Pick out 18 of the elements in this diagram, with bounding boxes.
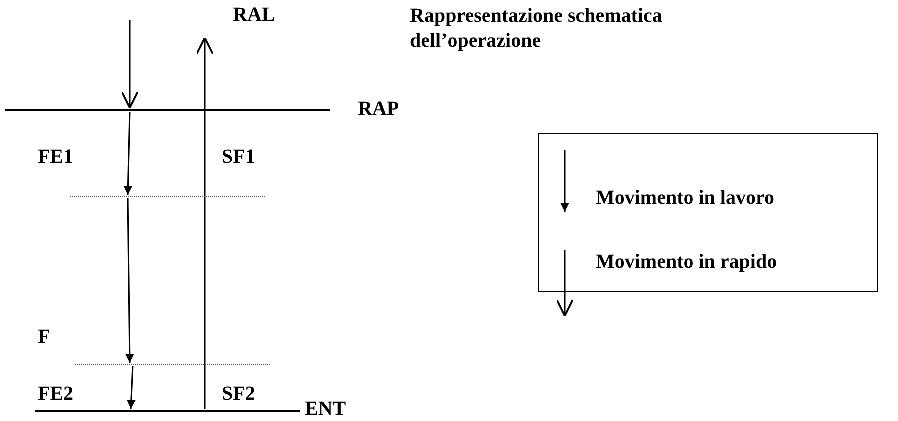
edge-label: FE2 xyxy=(38,382,74,406)
stroke-label: SF2 xyxy=(222,382,256,406)
edge-label: F xyxy=(38,325,50,349)
arrow xyxy=(125,198,134,363)
level-label: RAL xyxy=(233,3,276,27)
edge-label: FE1 xyxy=(38,145,74,169)
arrow xyxy=(126,366,136,410)
arrow xyxy=(124,112,133,196)
legend-label: Movimento in rapido xyxy=(596,250,778,274)
dotted-level-line xyxy=(75,364,270,365)
legend-label: Movimento in lavoro xyxy=(596,186,775,210)
level-label: ENT xyxy=(305,397,346,421)
level-label: RAP xyxy=(358,97,400,121)
arrow xyxy=(121,20,139,109)
dotted-level-line xyxy=(70,196,265,197)
title: Rappresentazione schematica dell’operazione xyxy=(410,4,664,54)
arrow xyxy=(196,37,214,409)
stroke-label: SF1 xyxy=(222,145,256,169)
